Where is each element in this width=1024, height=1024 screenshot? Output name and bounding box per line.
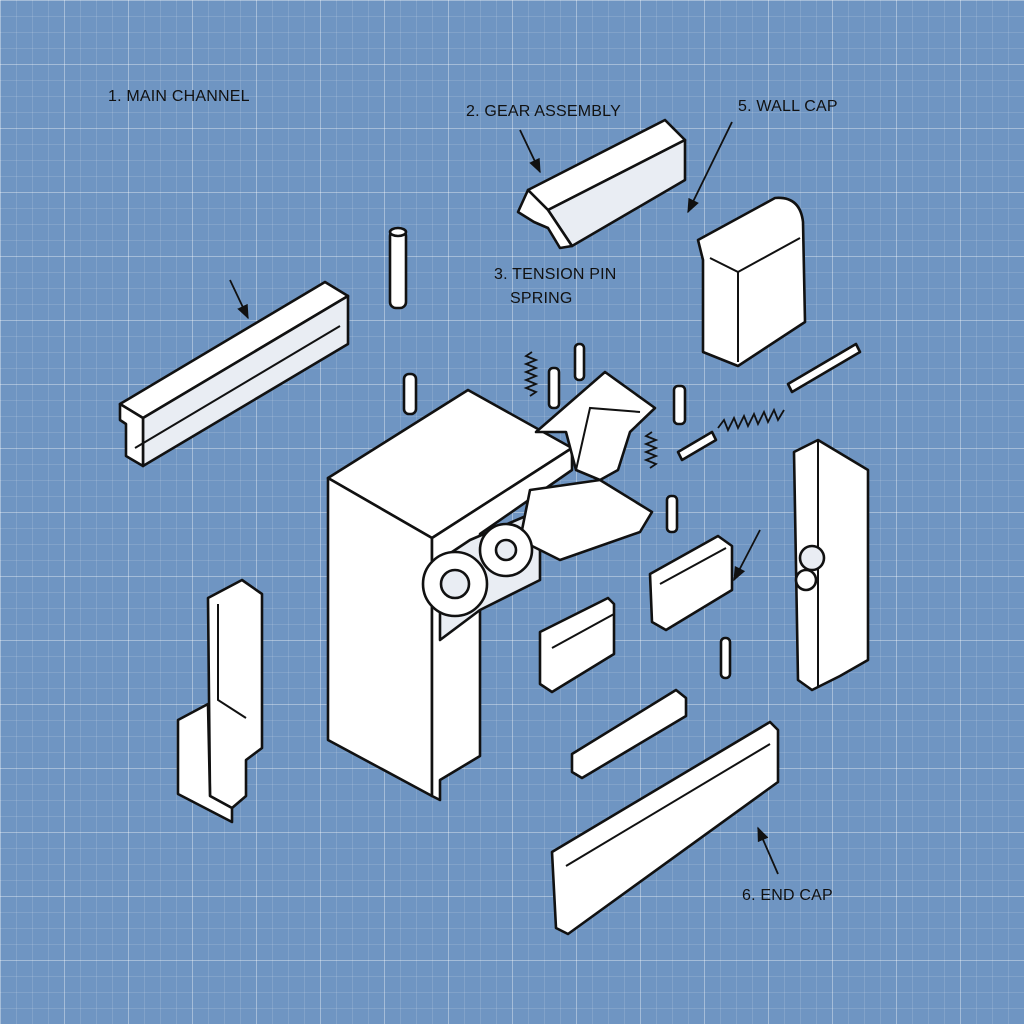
lower-shelf <box>518 478 654 562</box>
small-bracket-a <box>648 534 734 632</box>
gears <box>421 522 534 618</box>
upper-mechanism-bracket <box>534 370 657 482</box>
left-vertical-bracket <box>176 578 264 824</box>
narrow-rail <box>570 688 688 780</box>
label-tension-pin: 3. TENSION PIN <box>494 266 617 283</box>
callout-arrows <box>229 121 779 875</box>
label-gear-assembly: 2. GEAR ASSEMBLY <box>466 103 621 120</box>
tension-rod <box>676 342 862 462</box>
wall-cap-part <box>696 196 807 368</box>
main-channel-part <box>118 280 350 468</box>
label-tension-spring: SPRING <box>510 290 573 307</box>
label-wall-cap: 5. WALL CAP <box>738 98 838 115</box>
gear-assembly-bracket <box>516 118 687 250</box>
small-block <box>538 596 616 694</box>
end-cap-part <box>550 720 780 936</box>
label-end-cap: 6. END CAP <box>742 887 833 904</box>
label-main-channel: 1. MAIN CHANNEL <box>108 88 250 105</box>
right-latch-part <box>792 438 870 692</box>
tall-pin <box>388 226 408 310</box>
small-pins <box>402 342 732 680</box>
tension-springs <box>523 351 785 469</box>
